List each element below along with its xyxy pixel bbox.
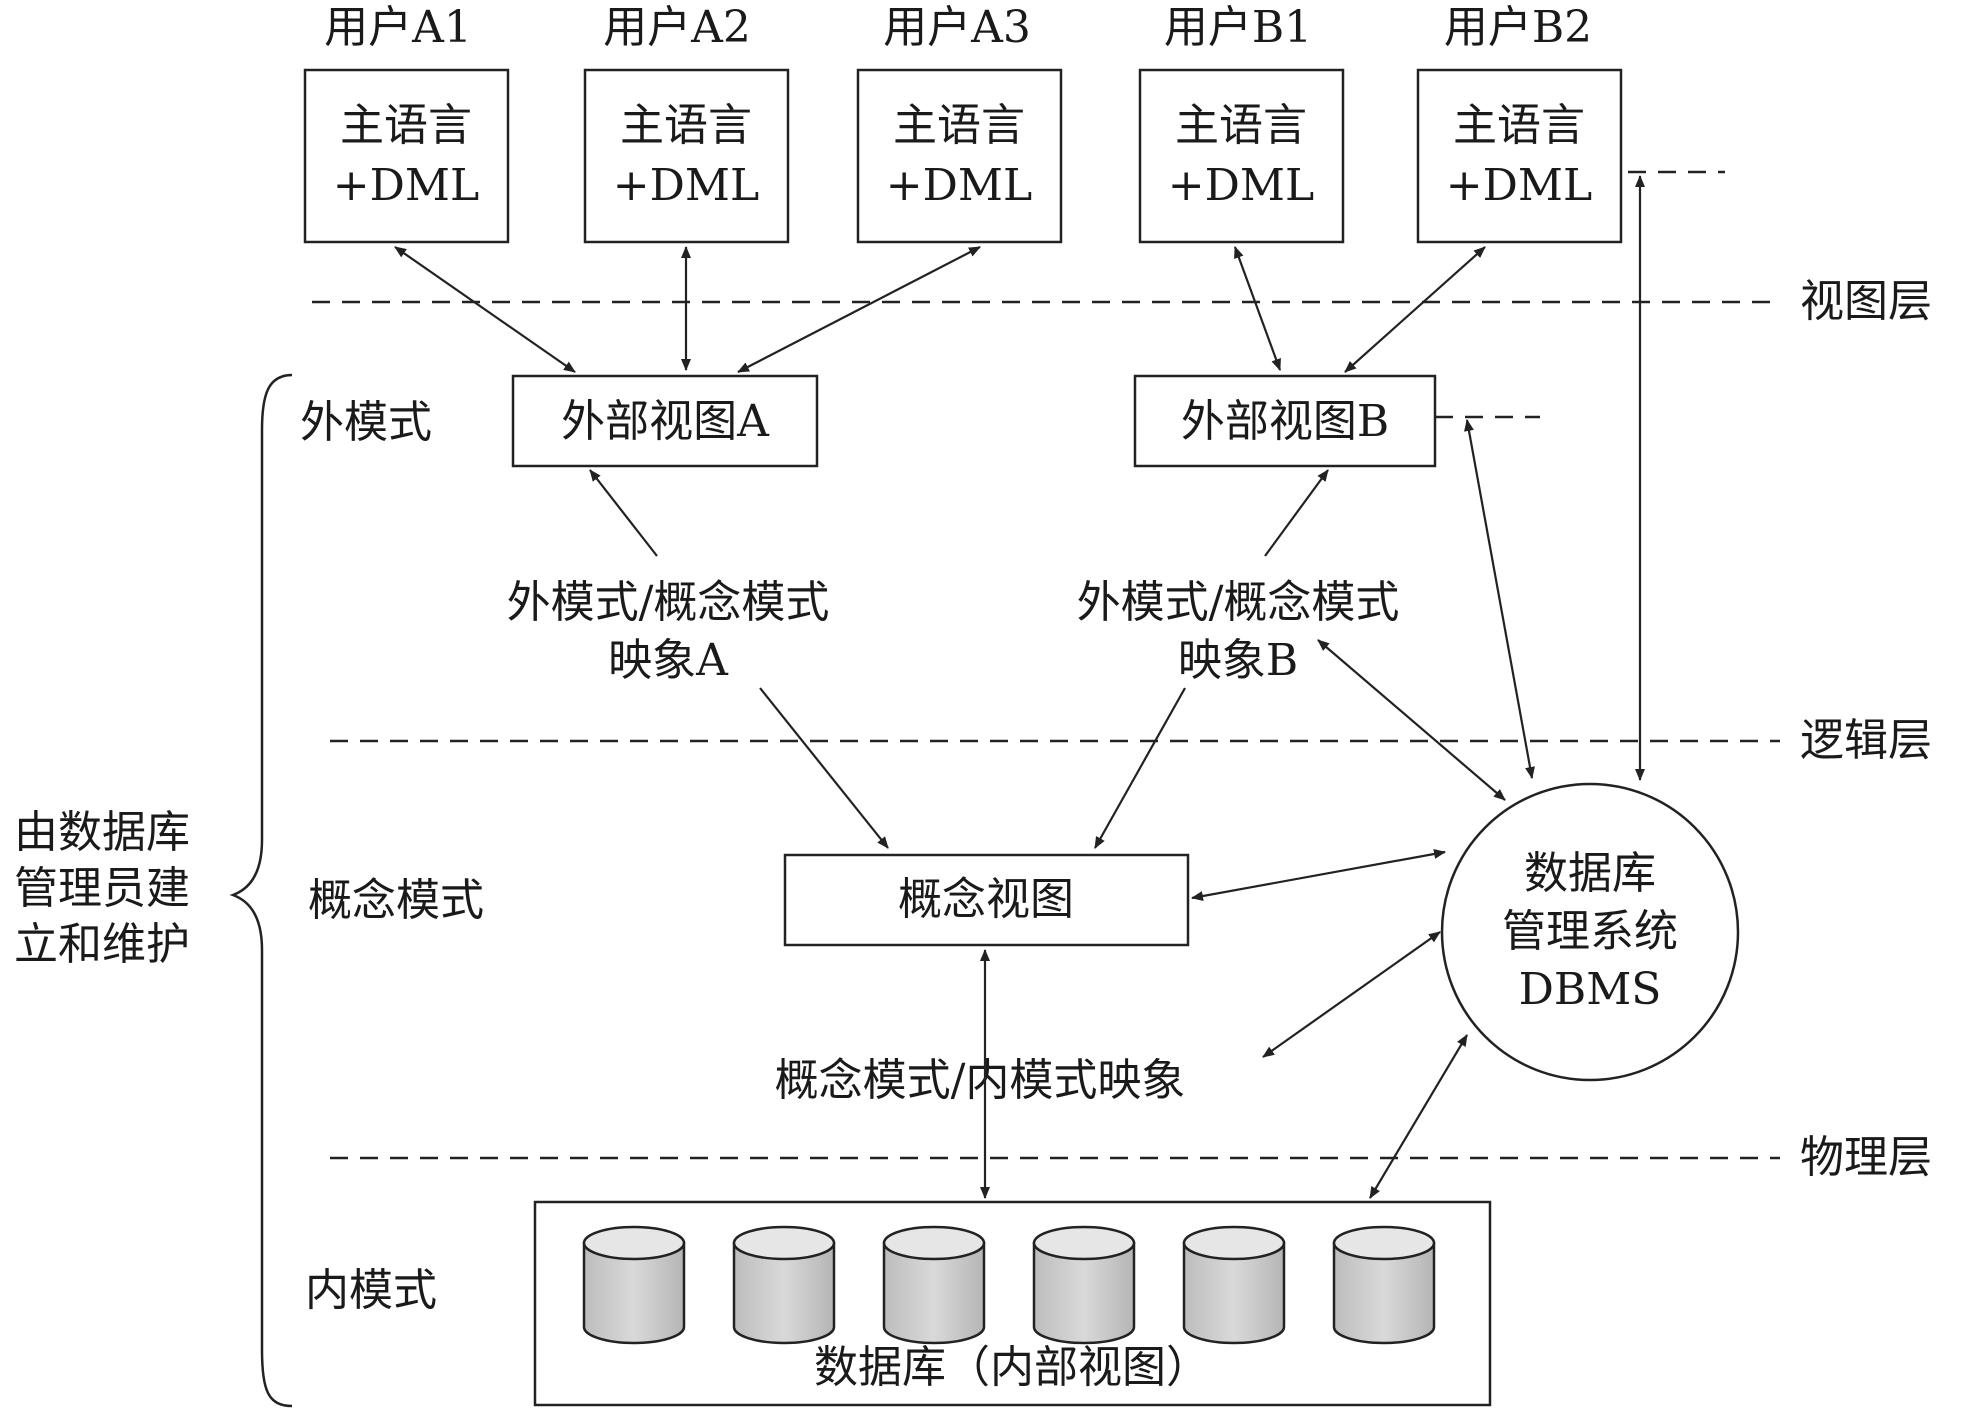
user-a1-program-box: 主语言 +DML — [303, 68, 510, 244]
arrow-dbms-conceptual-view — [1191, 849, 1446, 901]
internal-schema-label: 内模式 — [305, 1265, 437, 1316]
mapping-b-line1: 外模式/概念模式 — [1077, 577, 1400, 628]
arrow-dbms-database — [1369, 1034, 1468, 1199]
database-cylinder-3 — [882, 1225, 986, 1345]
user-b2-host-language: 主语言 — [1453, 100, 1585, 151]
arrow-user-b2-external-b — [1344, 246, 1486, 373]
user-a3-program-box: 主语言 +DML — [856, 68, 1063, 244]
user-b2-program-box: 主语言 +DML — [1416, 68, 1623, 244]
logic-layer-label: 逻辑层 — [1800, 715, 1932, 766]
user-a3-host-language: 主语言 — [893, 100, 1025, 151]
user-a3-dml: +DML — [886, 160, 1032, 211]
dbms-label-line1: 数据库 — [1524, 848, 1656, 899]
dbms-label-line2: 管理系统 — [1502, 906, 1678, 957]
arrow-user-a3-external-a — [737, 246, 981, 373]
admin-label-line1: 由数据库 — [14, 807, 190, 858]
arrow-user-b1-external-b — [1233, 246, 1282, 371]
view-layer-label: 视图层 — [1800, 276, 1932, 327]
external-view-b-box: 外部视图B — [1133, 374, 1437, 468]
physical-layer-label: 物理层 — [1800, 1132, 1932, 1183]
arrow-dbms-external-b — [1464, 419, 1535, 779]
mapping-a-line1: 外模式/概念模式 — [507, 577, 830, 628]
user-a3-label: 用户A3 — [883, 2, 1031, 53]
arrow-dbms-conceptual-internal-mapping — [1262, 931, 1441, 1058]
arrow-dbms-mapping-b — [1317, 639, 1506, 801]
left-curly-brace — [229, 373, 293, 1408]
user-b1-program-box: 主语言 +DML — [1138, 68, 1345, 244]
user-a2-host-language: 主语言 — [620, 100, 752, 151]
dbms-circle: 数据库 管理系统 DBMS — [1440, 782, 1740, 1082]
external-view-a-label: 外部视图A — [561, 396, 770, 447]
mapping-b-line2: 映象B — [1178, 635, 1298, 686]
conceptual-schema-label: 概念模式 — [308, 875, 484, 926]
database-label: 数据库（内部视图） — [814, 1342, 1210, 1393]
arrow-mapping-b-to-conceptual — [1094, 687, 1186, 849]
user-a1-host-language: 主语言 — [340, 100, 472, 151]
user-a1-label: 用户A1 — [324, 2, 472, 53]
user-a2-dml: +DML — [613, 160, 759, 211]
arrow-mapping-a-to-conceptual — [759, 687, 889, 849]
database-container: 数据库（内部视图） — [533, 1200, 1492, 1407]
user-b2-dml: +DML — [1446, 160, 1592, 211]
database-cylinder-4 — [1032, 1225, 1136, 1345]
external-view-b-label: 外部视图B — [1181, 396, 1389, 447]
database-cylinder-2 — [732, 1225, 836, 1345]
user-b1-host-language: 主语言 — [1175, 100, 1307, 151]
external-schema-label: 外模式 — [300, 397, 432, 448]
external-view-a-box: 外部视图A — [511, 374, 819, 468]
database-cylinder-6 — [1332, 1225, 1436, 1345]
admin-label-line2: 管理员建 — [14, 863, 190, 914]
user-b1-label: 用户B1 — [1164, 2, 1312, 53]
user-a1-dml: +DML — [333, 160, 479, 211]
user-b1-dml: +DML — [1168, 160, 1314, 211]
conceptual-view-box: 概念视图 — [783, 853, 1190, 947]
database-cylinder-5 — [1182, 1225, 1286, 1345]
user-b2-label: 用户B2 — [1444, 2, 1592, 53]
mapping-a-line2: 映象A — [608, 635, 729, 686]
database-cylinders — [582, 1225, 1436, 1345]
conceptual-view-label: 概念视图 — [898, 874, 1074, 925]
database-cylinder-1 — [582, 1225, 686, 1345]
user-a2-label: 用户A2 — [603, 2, 751, 53]
arrow-user-a1-external-a — [394, 246, 576, 373]
admin-label-line3: 立和维护 — [14, 919, 190, 970]
dbms-label-line3: DBMS — [1519, 964, 1662, 1015]
user-a2-program-box: 主语言 +DML — [583, 68, 790, 244]
arrow-mapping-b-to-external-b — [1264, 469, 1329, 557]
arrow-mapping-a-to-external-a — [589, 469, 658, 557]
conceptual-internal-mapping-label: 概念模式/内模式映象 — [775, 1055, 1186, 1106]
